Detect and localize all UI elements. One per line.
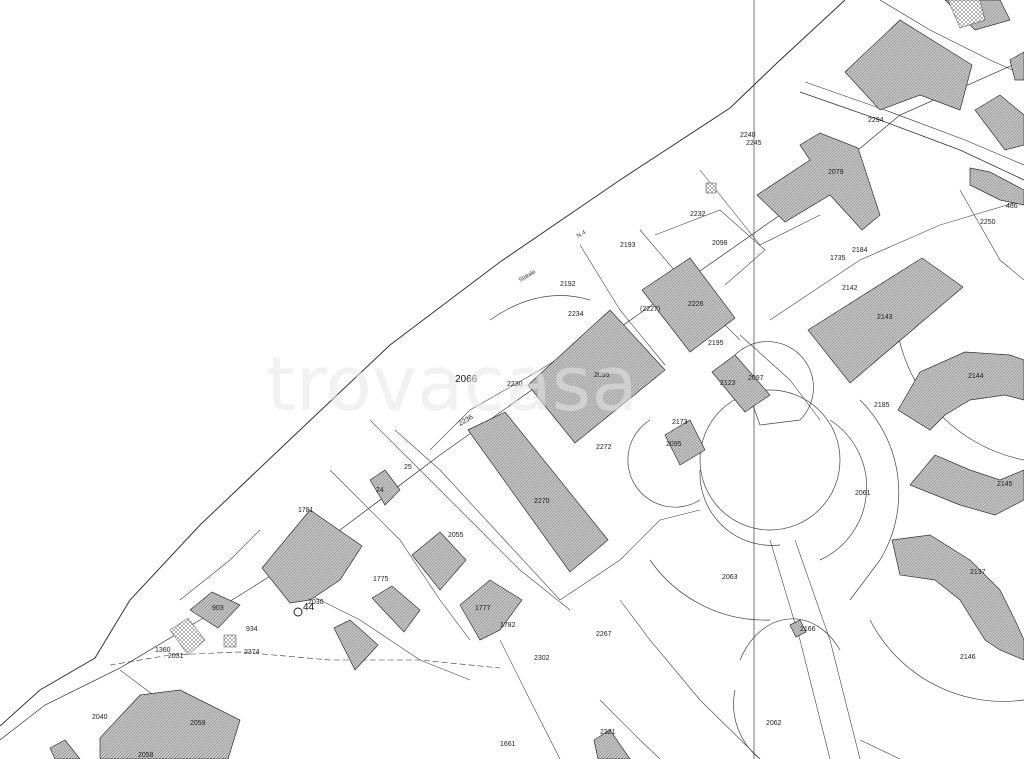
parcel-label: 2166 [800, 626, 816, 633]
parcel-label: 903 [212, 605, 224, 612]
parcel-label: 2232 [690, 211, 706, 218]
building-486 [969, 167, 1024, 206]
building-top-right-1 [844, 19, 973, 111]
parcel-label: 2272 [596, 444, 612, 451]
building-small-3 [593, 729, 631, 759]
parcel-label: 2184 [852, 247, 868, 254]
building-2055 [411, 531, 467, 591]
parcel-label: 2123 [720, 380, 736, 387]
parcel-label: 2145 [997, 481, 1013, 488]
parcel-label: 25 [404, 464, 412, 471]
parcel-label: 2270 [534, 498, 550, 505]
parcel-label: 2192 [560, 281, 576, 288]
parcel-label: 2059 [190, 720, 206, 727]
parcel-label: 1782 [500, 622, 516, 629]
building-2173 [664, 419, 706, 466]
parcel-label: 2066 [455, 374, 478, 385]
parcel-label: 2250 [980, 219, 996, 226]
parcel-label: 2098 [712, 240, 728, 247]
building-2144 [897, 351, 1024, 431]
building-top-right-3 [974, 94, 1024, 151]
building-2226 [641, 257, 736, 353]
parcel-label: 2137 [970, 569, 986, 576]
building-2143 [807, 257, 964, 384]
parcel-label: 2063 [722, 574, 738, 581]
building-2270 [467, 411, 609, 573]
parcel-label: 1775 [373, 576, 389, 583]
building-top-right-4 [1009, 51, 1024, 81]
parcel-label: 1360 [155, 647, 171, 654]
parcel-label: 1781 [298, 507, 314, 514]
watermark-text: trovacasa [266, 339, 638, 428]
parcel-label: 2055 [448, 532, 464, 539]
parcel-label: 2142 [842, 285, 858, 292]
buildings [49, 0, 1024, 759]
parcel-label: 1777 [475, 605, 491, 612]
building-2123 [711, 354, 771, 413]
roundabout [489, 295, 1024, 759]
building-2145 [909, 454, 1024, 516]
marker-circle [293, 607, 303, 617]
parcel-label: 1735 [830, 255, 846, 262]
parcel-label: 2185 [874, 402, 890, 409]
parcel-label: 2144 [968, 373, 984, 380]
building-2137 [891, 534, 1024, 661]
building-1775 [371, 585, 421, 633]
crosshatch-areas [169, 0, 986, 656]
building-2079 [756, 132, 881, 231]
parcel-label: 2097 [748, 375, 764, 382]
parcel-label: 2079 [828, 169, 844, 176]
parcel-label: 2240 [740, 132, 756, 139]
parcel-label: 2230 [507, 381, 523, 388]
parcel-label: 2095 [594, 372, 610, 379]
building-903 [189, 591, 241, 629]
parcel-label: 2234 [568, 311, 584, 318]
parcel-label: 2173 [672, 419, 688, 426]
parcel-label: 2195 [708, 340, 724, 347]
parcel-label: 2095 [666, 441, 682, 448]
building-small-2 [49, 739, 81, 759]
parcel-label: 2058 [138, 752, 154, 759]
parcel-label: 2302 [534, 655, 550, 662]
parcel-lines [119, 169, 1024, 759]
parcel-label: 2321 [600, 729, 616, 736]
parcel-label: 2294 [868, 117, 884, 124]
parcel-label: 2062 [766, 720, 782, 727]
parcel-label: 486 [1006, 203, 1018, 210]
main-road [0, 0, 1024, 741]
parcel-label: 2040 [92, 714, 108, 721]
parcel-label: 2030 [308, 599, 324, 606]
building-1781 [261, 509, 363, 604]
building-2059 [99, 689, 241, 759]
parcel-label: 2245 [746, 140, 762, 147]
parcel-label: 2031 [168, 653, 184, 660]
parcel-label: 2146 [960, 654, 976, 661]
road-labels: Statale N.4 [518, 230, 588, 284]
building-2166 [789, 619, 807, 638]
road-label-name: Statale [518, 269, 538, 284]
parcel-label: 934 [246, 626, 258, 633]
parcel-label: 2193 [620, 242, 636, 249]
parcel-label: 2226 [688, 301, 704, 308]
parcel-label: 2061 [855, 490, 871, 497]
building-1777 [459, 579, 523, 641]
building-24 [369, 469, 401, 506]
parcel-label: 24 [376, 487, 384, 494]
road-label-number: N.4 [576, 230, 588, 240]
building-small-1 [333, 619, 379, 671]
parcel-label: 2143 [877, 314, 893, 321]
parcel-label: 1661 [500, 741, 516, 748]
parcel-label: (2227) [640, 306, 660, 313]
building-2095 [527, 309, 666, 444]
parcel-label: 2267 [596, 631, 612, 638]
parcel-label: 2374 [244, 649, 260, 656]
parcel-label: 44 [303, 602, 315, 613]
